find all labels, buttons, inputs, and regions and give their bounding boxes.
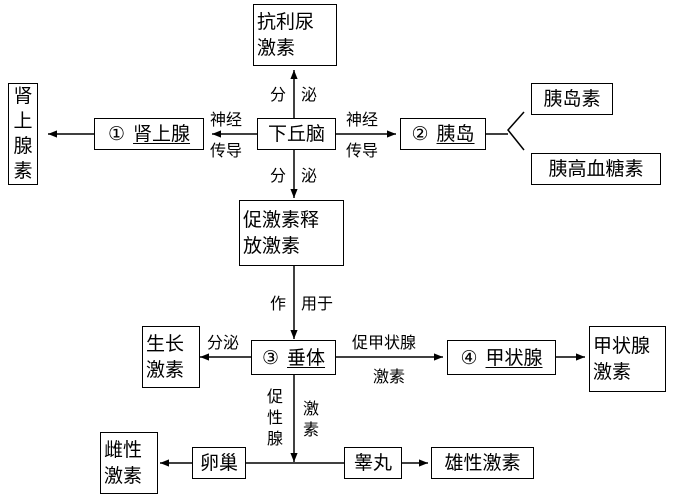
label-tsh-2: 激素 <box>373 367 406 386</box>
adrenal-gland-name: 肾上腺 <box>133 123 191 145</box>
label-tsh-1: 促甲状腺 <box>352 333 417 352</box>
label-secrete-up-2: 泌 <box>301 85 318 104</box>
node-insulin: 胰岛素 <box>531 83 613 115</box>
node-testis: 睾丸 <box>344 447 402 479</box>
label-gonadotropin-right: 激 素 <box>302 399 319 439</box>
label-acts-on-1: 作 <box>270 294 287 313</box>
label-nerve-left-2: 传导 <box>210 141 243 160</box>
node-antidiuretic-hormone: 抗利尿 激素 <box>253 4 337 66</box>
label-nerve-left-1: 神经 <box>210 110 243 129</box>
node-ovary: 卵巢 <box>192 447 246 479</box>
pituitary-name: 垂体 <box>287 346 326 369</box>
label-secrete-down-2: 泌 <box>301 166 318 185</box>
node-hypothalamus: 下丘脑 <box>257 118 336 150</box>
node-growth-hormone: 生长 激素 <box>142 326 200 388</box>
node-androgen: 雄性激素 <box>431 447 534 479</box>
label-gonadotropin-left: 促 性 腺 <box>266 387 283 448</box>
pancreatic-islet-name: 胰岛 <box>436 123 475 145</box>
node-adrenaline: 肾 上 腺 素 <box>8 83 38 185</box>
node-estrogen: 雌性 激素 <box>100 432 158 494</box>
label-nerve-right-1: 神经 <box>346 110 379 129</box>
label-secrete-up-1: 分 <box>270 85 287 104</box>
thyroid-name: 甲状腺 <box>485 346 543 369</box>
node-releasing-hormone: 促激素释 放激素 <box>239 200 344 266</box>
node-thyroxine: 甲状腺 激素 <box>589 326 666 392</box>
fork-islet-outputs <box>507 111 525 151</box>
label-nerve-right-2: 传导 <box>346 141 379 160</box>
node-glucagon: 胰高血糖素 <box>531 153 661 185</box>
label-secrete-down-1: 分 <box>270 166 287 185</box>
label-acts-on-2: 用于 <box>301 294 334 313</box>
label-secrete-gh: 分泌 <box>207 333 240 352</box>
